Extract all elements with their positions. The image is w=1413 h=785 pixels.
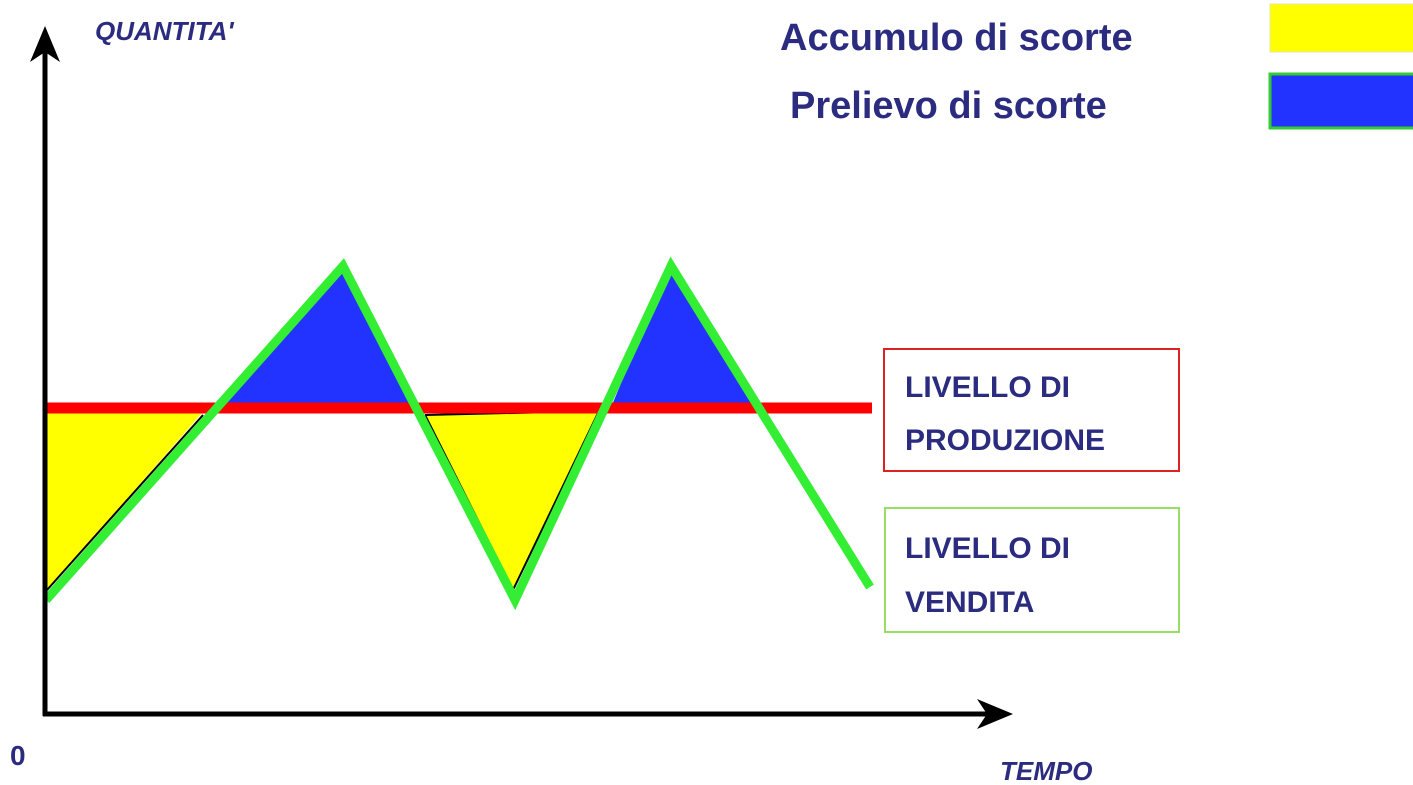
prelievo-area-2 [612, 268, 755, 405]
sales-box [884, 507, 1180, 633]
sales-level-line [42, 256, 874, 611]
x-axis-label: TEMPO [1000, 756, 1092, 785]
legend-prelievo-swatch [1268, 72, 1413, 130]
accumulo-area-2 [425, 411, 598, 590]
y-axis-label: QUANTITA' [95, 16, 234, 46]
production-box-line1: LIVELLO DI [905, 371, 1070, 404]
production-box-line2: PRODUZIONE [905, 424, 1105, 457]
x-axis-arrow [977, 699, 1013, 729]
legend-prelievo-label: Prelievo di scorte [790, 85, 1107, 127]
production-box [883, 348, 1180, 472]
legend-accumulo-label: Accumulo di scorte [780, 17, 1133, 59]
prelievo-area-1 [222, 265, 412, 405]
legend-accumulo-swatch [1269, 3, 1413, 53]
y-axis-arrow [30, 26, 60, 62]
sales-box-line2: VENDITA [905, 586, 1034, 619]
accumulo-area-1 [45, 412, 203, 590]
outline-line [46, 414, 204, 591]
sales-box-line1: LIVELLO DI [905, 532, 1070, 565]
origin-label: 0 [10, 740, 26, 771]
